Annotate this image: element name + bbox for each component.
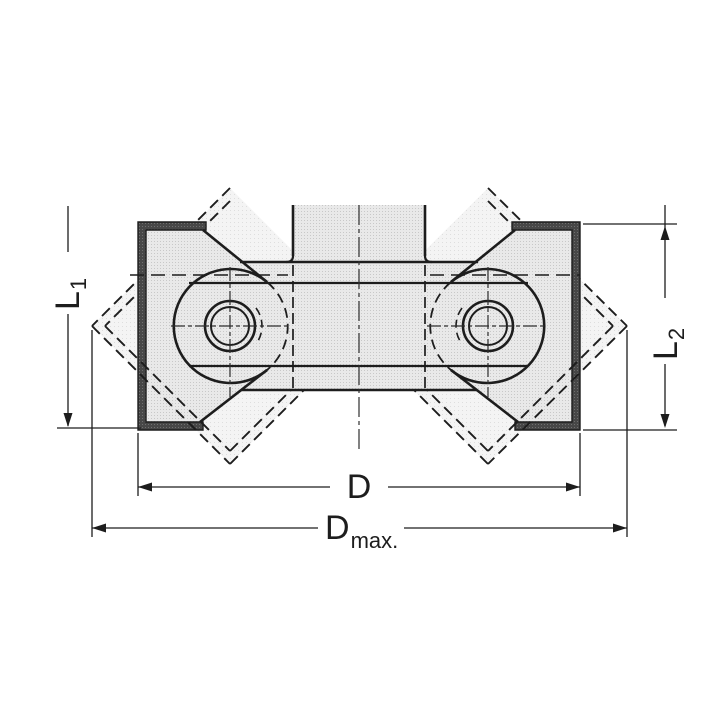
left-edge-strip xyxy=(137,221,207,431)
left-head-top-bevel xyxy=(202,228,268,284)
right-boss-circle xyxy=(450,267,546,385)
envelope-left-edge-bottomright-outer xyxy=(229,389,305,465)
dimension-dmax: Dmax. xyxy=(91,330,628,553)
envelope-right-edge-bottomright-inner xyxy=(487,325,614,452)
dimension-d: D xyxy=(137,433,581,506)
right-edge-strip xyxy=(511,221,581,431)
centerlines xyxy=(171,205,547,452)
dmax-arrow-left xyxy=(92,523,106,533)
envelope-left-edge-bottomleft-inner xyxy=(104,325,231,452)
d-arrow-left xyxy=(138,482,152,492)
l1-arrow-down xyxy=(63,413,73,427)
envelope-right-edge-bottomright-outer xyxy=(487,325,628,465)
right-head-top-bevel xyxy=(450,228,516,284)
rotation-envelope-over xyxy=(91,274,628,465)
dmax-label: Dmax. xyxy=(325,509,398,553)
dimension-l2: L2 xyxy=(583,205,689,431)
left-head-fill xyxy=(146,230,288,422)
envelope-right-edge-topright-outer xyxy=(487,187,628,327)
l2-label: L2 xyxy=(647,328,689,360)
envelope-right-edge-bottomleft-inner xyxy=(426,389,489,452)
envelope-right-edge-bottomleft-outer xyxy=(413,389,489,465)
envelope-left-edge-bottomleft-outer xyxy=(91,325,231,465)
cutting-edge-strips xyxy=(137,221,581,431)
envelope-left-edge-topleft-outer xyxy=(91,187,231,327)
dmax-arrow-right xyxy=(613,523,627,533)
l1-label: L1 xyxy=(49,278,91,310)
l2-arrow-down xyxy=(660,414,670,428)
d-arrow-right xyxy=(566,482,580,492)
shaft-fill xyxy=(293,205,425,262)
l2-arrow-up xyxy=(660,226,670,240)
dimension-l1: L1 xyxy=(49,206,141,429)
envelope-left-edge-bottomright-inner xyxy=(229,389,292,452)
d-label: D xyxy=(347,468,372,506)
